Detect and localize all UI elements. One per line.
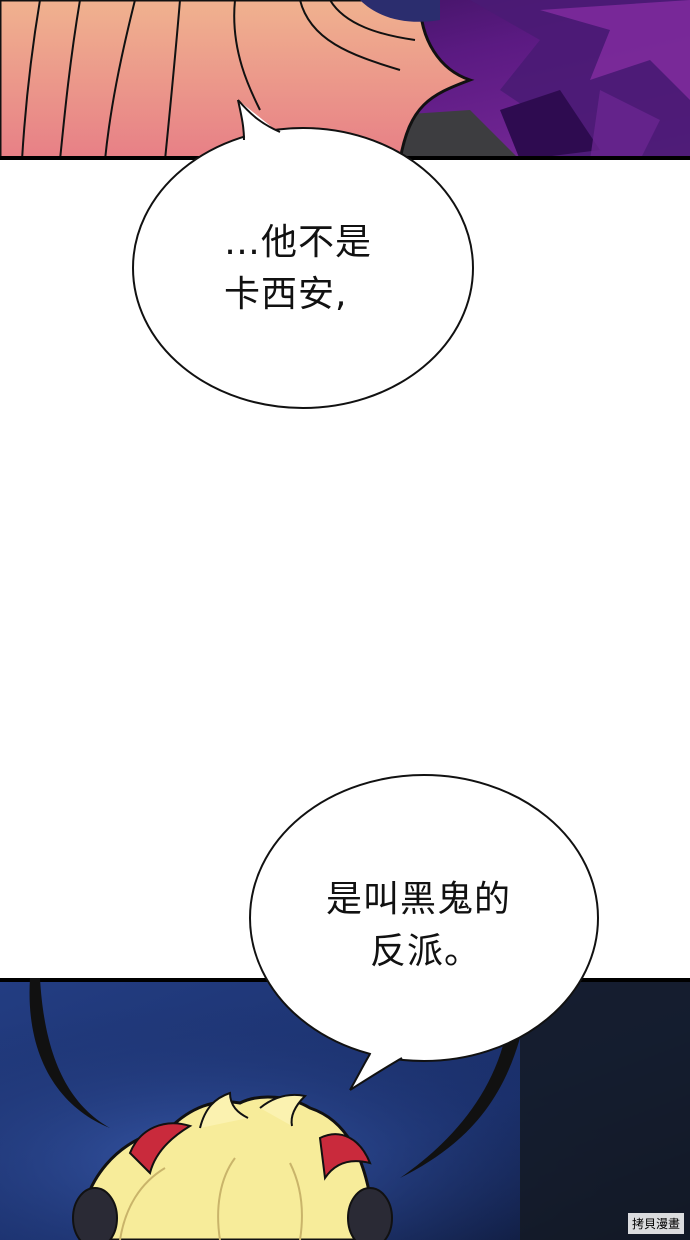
speech-bubble-2-text: 是叫黑鬼的 反派。 bbox=[326, 874, 511, 978]
speech-bubble-2-line-1: 是叫黑鬼的 bbox=[326, 879, 512, 920]
panel-top-art bbox=[0, 0, 690, 160]
speech-bubble-1-line-1: …他不是 bbox=[224, 222, 373, 263]
comic-panel-top bbox=[0, 0, 690, 160]
speech-bubble-1-text: …他不是 卡西安, bbox=[224, 217, 372, 321]
speech-bubble-1-line-2: 卡西安, bbox=[224, 274, 348, 315]
panel-bottom-art bbox=[0, 978, 690, 1240]
speech-bubble-2-line-2: 反派。 bbox=[370, 931, 482, 972]
comic-panel-bottom bbox=[0, 978, 690, 1240]
watermark-label: 拷貝漫畫 bbox=[627, 1213, 684, 1234]
